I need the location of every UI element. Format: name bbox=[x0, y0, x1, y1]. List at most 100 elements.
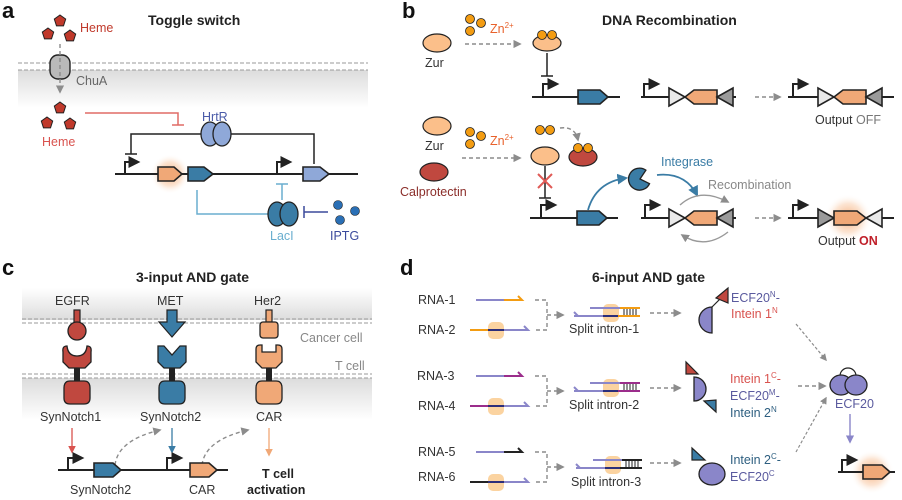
att-site-right-output-off bbox=[864, 86, 883, 108]
apo-zur-icon bbox=[530, 146, 560, 166]
zinc-bottom-sup: 2+ bbox=[505, 133, 514, 142]
frag3-line1-text: Intein 2 bbox=[730, 453, 771, 467]
no-repression-x-icon bbox=[537, 173, 553, 189]
promoter-2-icon bbox=[276, 156, 293, 174]
panel-label-c: c bbox=[2, 255, 14, 280]
promoter-synnotch1-icon bbox=[67, 452, 85, 470]
promoter-1-icon bbox=[124, 156, 141, 174]
frag2-line2: ECF20M- bbox=[730, 388, 780, 403]
frag2-line1-sup: C bbox=[771, 371, 777, 380]
zur-bottom-label: Zur bbox=[425, 139, 444, 153]
att-site-right-output-on bbox=[864, 207, 883, 229]
promoter-zur-on-icon bbox=[540, 199, 558, 218]
rna-merge-arrow-3 bbox=[535, 451, 563, 483]
panel-label-b: b bbox=[402, 0, 415, 23]
iptg-molecules-icon bbox=[333, 200, 360, 225]
recombination-arrow-bottom bbox=[680, 231, 729, 243]
output-off-label: Output OFF bbox=[815, 113, 881, 127]
zinc-bottom-text: Zn bbox=[490, 134, 505, 148]
hrtr-gene bbox=[302, 166, 331, 182]
ecf20-label: ECF20 bbox=[835, 397, 874, 411]
laci-label: LacI bbox=[270, 229, 294, 243]
frag1-line2-sup: N bbox=[772, 306, 778, 315]
intein2c-ecf20c-icon bbox=[691, 446, 726, 486]
rna-4-strand bbox=[470, 398, 531, 415]
zinc-ions-top-icon bbox=[465, 14, 486, 36]
rna-3-strand bbox=[476, 371, 525, 377]
panel-c-title: 3-input AND gate bbox=[136, 269, 249, 285]
frag3-line2-text: ECF20 bbox=[730, 470, 769, 484]
zur-zinc-complex-icon bbox=[532, 30, 562, 52]
integrase-pacman-icon bbox=[627, 167, 651, 191]
zur-repress-line bbox=[541, 53, 553, 77]
zinc-top-text: Zn bbox=[490, 22, 505, 36]
promoter-reporter-off-icon bbox=[643, 78, 661, 97]
hrtr-label: HrtR bbox=[202, 110, 228, 124]
zinc-transfer-arrow bbox=[559, 127, 581, 142]
rna-label-5: RNA-5 bbox=[418, 445, 456, 459]
promoter-synnotch2-icon bbox=[166, 452, 184, 470]
laci-expression-line bbox=[196, 190, 268, 215]
frag3-line1-dash: - bbox=[777, 453, 781, 467]
frag2-line1: Intein 1C- bbox=[730, 371, 781, 386]
split-intron-2-label: Split intron-2 bbox=[569, 398, 639, 412]
car-production-arrow bbox=[201, 427, 250, 466]
frag2-line3-sup: N bbox=[771, 405, 777, 414]
receptor-label-car: CAR bbox=[256, 410, 282, 424]
heme-bottom-label: Heme bbox=[42, 135, 75, 149]
split-intron-1-icon bbox=[573, 304, 640, 322]
chua-label: ChuA bbox=[76, 74, 108, 88]
zur-top-label: Zur bbox=[425, 56, 444, 70]
calprotectin-icon bbox=[419, 162, 449, 182]
panel-b-title: DNA Recombination bbox=[602, 12, 737, 28]
car-gene bbox=[189, 462, 219, 478]
output-on-label: Output ON bbox=[818, 234, 878, 248]
att-site-left-output-on bbox=[817, 207, 836, 229]
heme-repress-hrtr-line bbox=[85, 112, 184, 126]
t-cell-activation-line2: activation bbox=[247, 483, 305, 497]
receptor-label-synnotch1: SynNotch1 bbox=[40, 410, 101, 424]
orange-reporter-gene bbox=[157, 166, 184, 182]
rna-label-3: RNA-3 bbox=[417, 369, 455, 383]
ecf20-output-gene bbox=[862, 464, 892, 480]
frag3-line2-sup: C bbox=[769, 469, 775, 478]
car-receptor-icon bbox=[255, 344, 283, 405]
rna-5-strand bbox=[476, 447, 525, 453]
frag1-line1: ECF20N- bbox=[731, 290, 780, 305]
frag2-line2-dash: - bbox=[776, 389, 780, 403]
ligand-label-her2: Her2 bbox=[254, 294, 281, 308]
frag1-line2: Intein 1N bbox=[731, 306, 778, 321]
receptor-label-synnotch2: SynNotch2 bbox=[140, 410, 201, 424]
frag2-line3: Intein 2N bbox=[730, 405, 777, 420]
rna-merge-arrow-2 bbox=[535, 375, 563, 407]
output-off-state: OFF bbox=[856, 113, 881, 127]
zur-protein-bottom-icon bbox=[422, 116, 452, 136]
att-site-left-on bbox=[668, 207, 687, 229]
panel-b: b DNA Recombination Zur Zn2+ Out bbox=[400, 0, 894, 248]
hrtr-dimer-icon bbox=[200, 121, 232, 147]
laci-repress-line bbox=[276, 183, 288, 200]
integrase-expression-arrow bbox=[587, 173, 629, 211]
split-intron-3-label: Split intron-3 bbox=[571, 475, 641, 489]
calprotectin-zinc-complex-icon bbox=[568, 143, 598, 167]
integrase-gene-off bbox=[577, 89, 610, 105]
egfr-ligand-icon bbox=[67, 309, 87, 341]
panel-label-d: d bbox=[400, 255, 413, 280]
calprotectin-label: Calprotectin bbox=[400, 185, 467, 199]
frag3-line1: Intein 2C- bbox=[730, 452, 781, 467]
zinc-top-label: Zn2+ bbox=[490, 21, 514, 36]
hrtr-repress-line bbox=[125, 133, 201, 155]
synnotch2-production-arrow bbox=[114, 427, 162, 466]
t-cell-label: T cell bbox=[335, 359, 365, 373]
rna-merge-arrow-1 bbox=[535, 299, 563, 331]
zinc-bottom-label: Zn2+ bbox=[490, 133, 514, 148]
promoter-output-on-icon bbox=[792, 199, 810, 218]
laci-gene bbox=[187, 166, 215, 182]
panel-d: d 6-input AND gate RNA-1 RNA-2 RNA-3 RNA… bbox=[400, 255, 895, 494]
output-on-state: ON bbox=[859, 234, 878, 248]
panel-d-title: 6-input AND gate bbox=[592, 269, 705, 285]
reporter-gene-off bbox=[683, 89, 718, 105]
integrase-label: Integrase bbox=[661, 155, 713, 169]
gene-label-car: CAR bbox=[189, 483, 215, 497]
